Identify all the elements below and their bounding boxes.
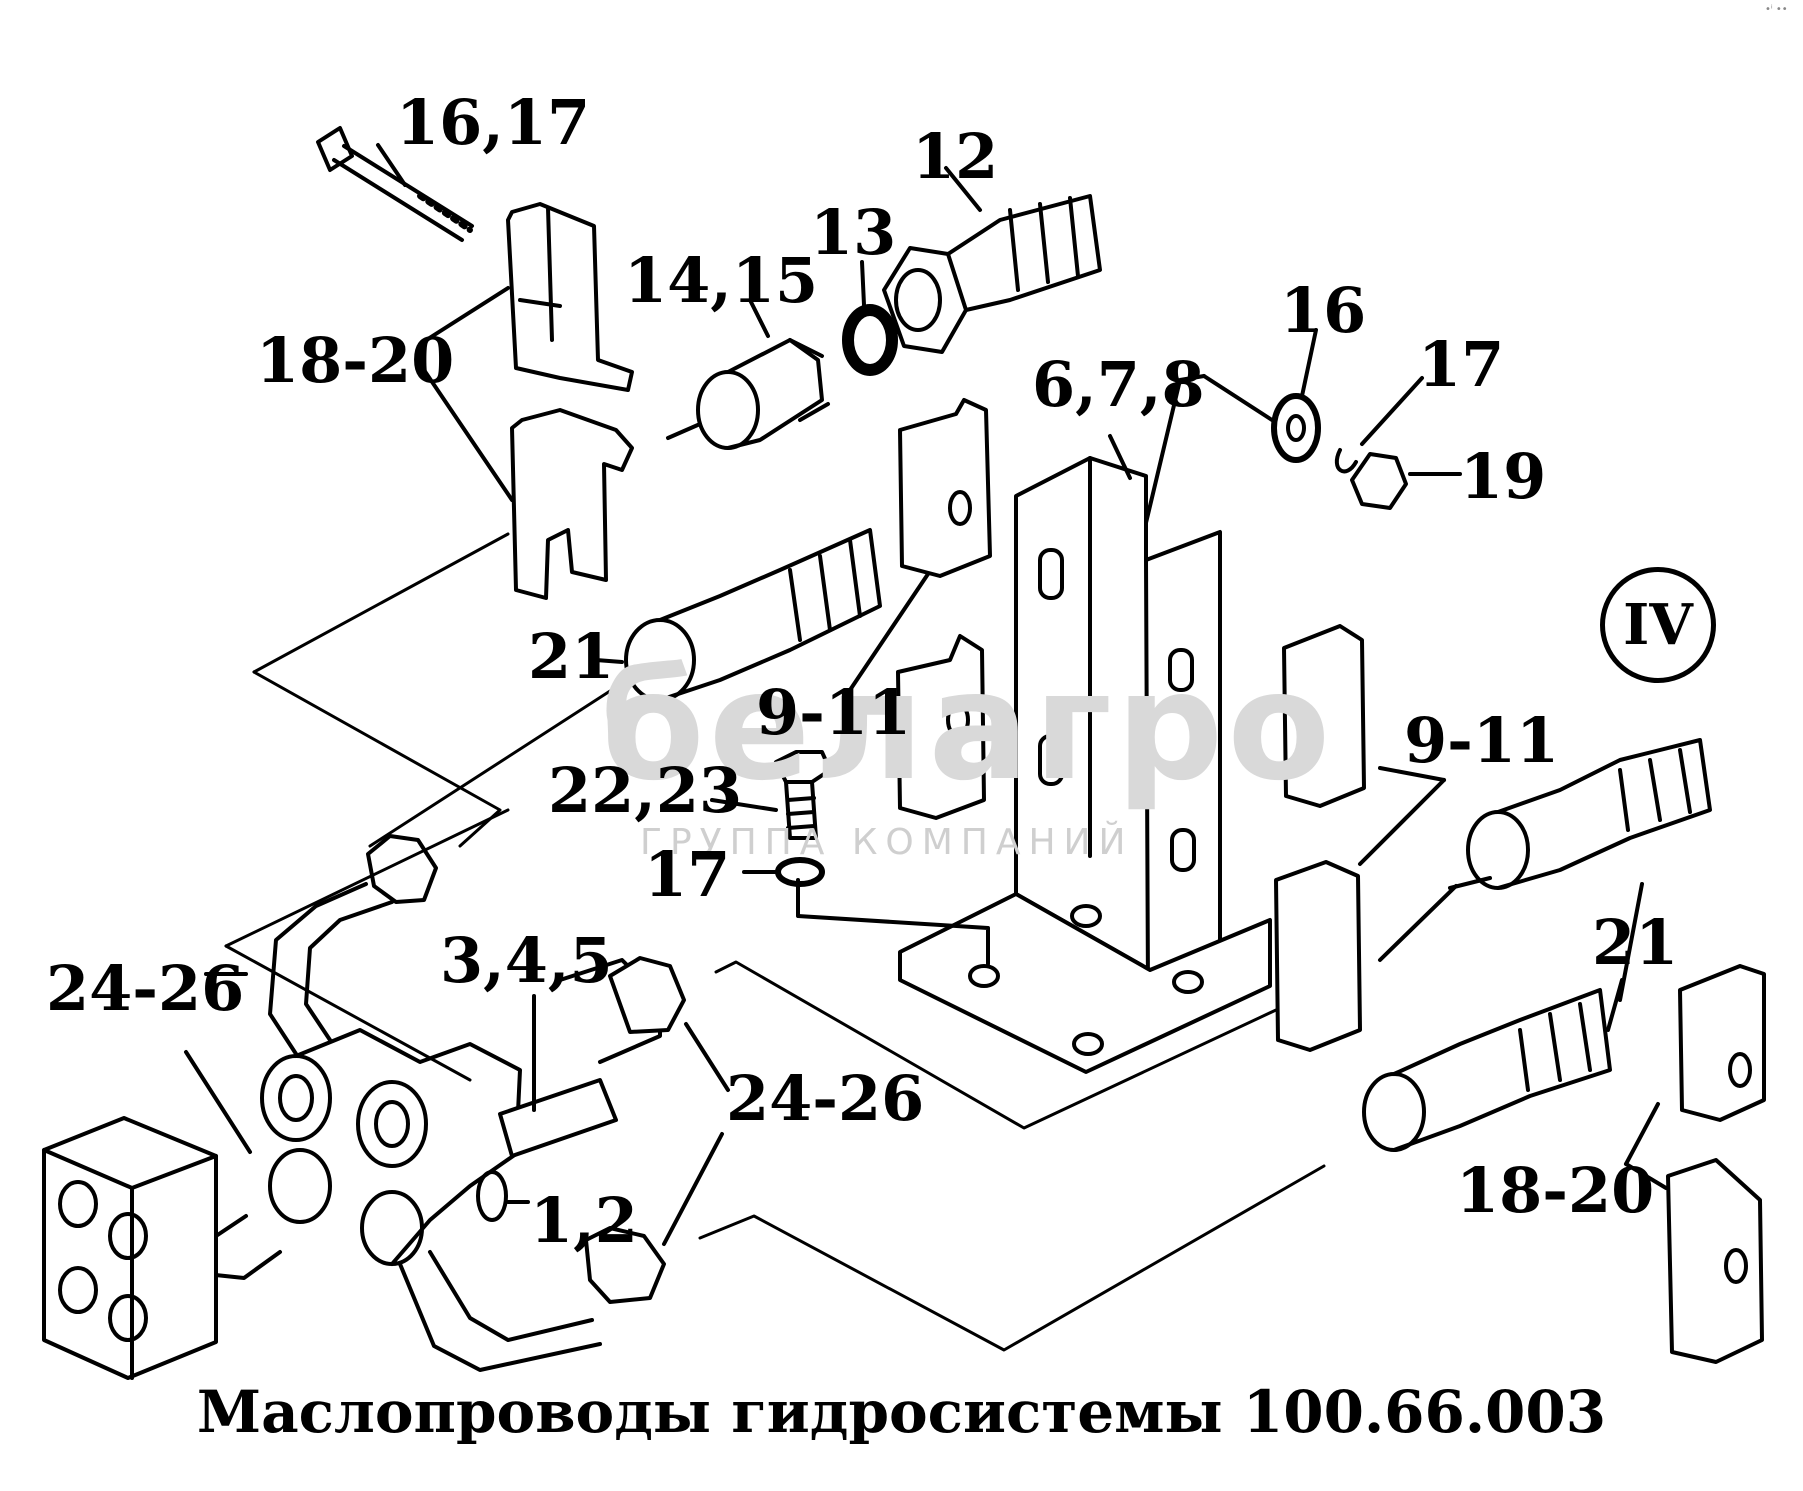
callout-6-7-8: 6,7,8: [1032, 348, 1205, 421]
clamp-9-11-right: [1274, 624, 1458, 1052]
pipe-24-26-right: [398, 1022, 730, 1372]
callout-3-4-5: 3,4,5: [440, 924, 613, 997]
callout-12: 12: [912, 120, 999, 193]
washer-13: [842, 260, 898, 376]
callout-18-20-right: 18-20: [1456, 1154, 1655, 1227]
callout-14-15: 14,15: [624, 244, 819, 317]
diagram-title: Маслопроводы гидросистемы 100.66.003: [196, 1378, 1607, 1446]
bracket-18-20-top: [418, 202, 634, 600]
hydraulic-block-3-4-5: [204, 956, 686, 1280]
callout-24-26-right: 24-26: [726, 1062, 925, 1135]
coupling-12: [882, 166, 1102, 354]
callout-22-23: 22,23: [548, 754, 743, 827]
callout-13: 13: [810, 196, 897, 269]
callout-24-26-left: 24-26: [46, 952, 245, 1025]
bolt-16-17: [316, 126, 474, 242]
callout-1-2: 1,2: [530, 1184, 638, 1257]
fitting-14-15: [666, 298, 830, 450]
callout-9-11-right: 9-11: [1404, 704, 1560, 777]
coupling-21-left: [594, 528, 882, 702]
callout-21-right: 21: [1592, 906, 1679, 979]
post-6-7-8: [898, 434, 1272, 1074]
callout-16: 16: [1280, 274, 1367, 347]
callout-21-left: 21: [528, 620, 615, 693]
callout-18-20-top: 18-20: [256, 324, 455, 397]
view-marker: IV: [1600, 567, 1716, 683]
callout-16-17: 16,17: [396, 86, 591, 159]
corner-mark: •ⁱ ••: [1765, 4, 1788, 15]
watermark-brand: белагро: [600, 640, 1335, 814]
coupling-21-right-lower: [1362, 978, 1624, 1152]
clamp-9-11-left: [848, 398, 992, 820]
bolt-22-23: [710, 750, 990, 966]
washer-16-lock-17-nut-19: [1128, 328, 1462, 592]
bracket-18-20-right: [1624, 964, 1766, 1364]
callout-19: 19: [1460, 440, 1547, 513]
watermark-tagline: ГРУППА КОМПАНИЙ: [640, 822, 1134, 863]
assembly-leaders: [224, 532, 1326, 1352]
callout-9-11-left: 9-11: [756, 676, 912, 749]
square-block: [42, 1116, 218, 1380]
callout-17-left: 17: [644, 838, 731, 911]
callout-17-right: 17: [1418, 328, 1505, 401]
